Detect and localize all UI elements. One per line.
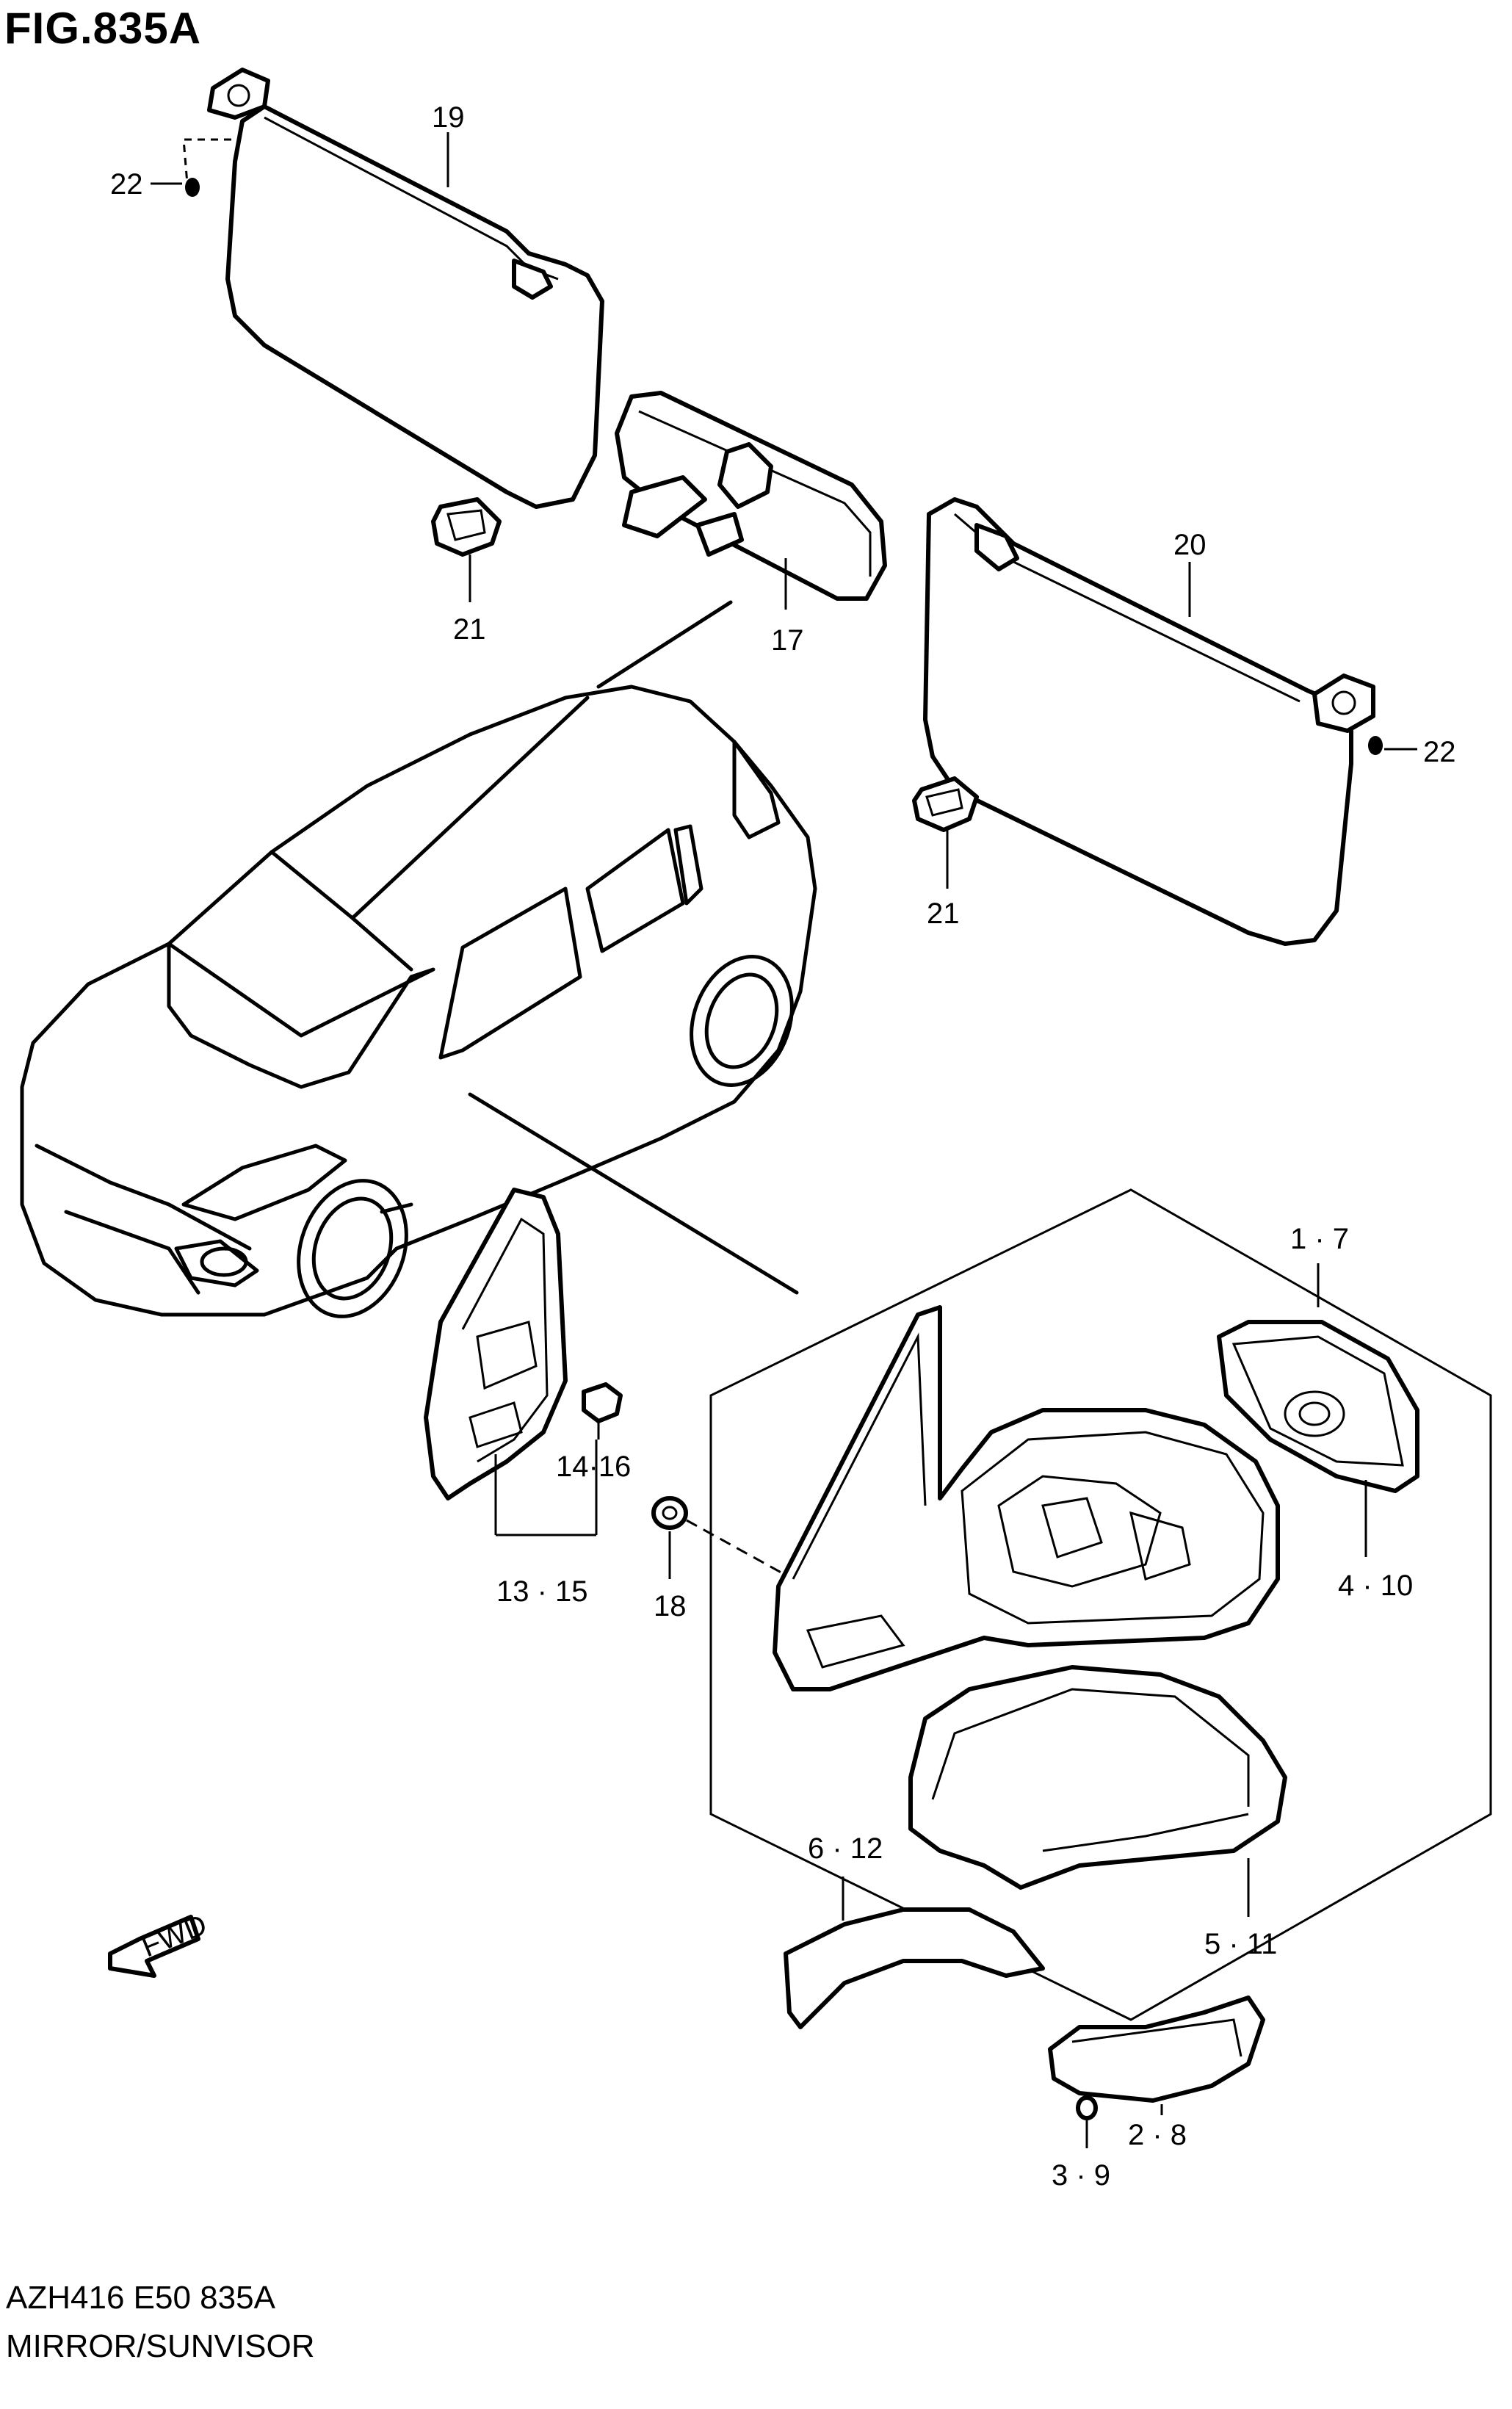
mirror-trim bbox=[784, 1877, 1045, 2029]
mirror-inner-cover bbox=[424, 1188, 598, 1536]
callout-3-9: 3 · 9 bbox=[1052, 2159, 1110, 2192]
fwd-label: FWD bbox=[137, 1908, 211, 1963]
callout-1-7: 1 · 7 bbox=[1290, 1223, 1349, 1255]
callout-18: 18 bbox=[654, 1590, 687, 1622]
callout-2-8: 2 · 8 bbox=[1128, 2119, 1187, 2151]
screw-3-9 bbox=[1076, 2095, 1098, 2148]
callout-17: 17 bbox=[771, 624, 804, 657]
outside-mirror-housing bbox=[773, 1305, 1280, 1691]
grommet-18 bbox=[651, 1496, 794, 1581]
clip-14-16 bbox=[582, 1382, 623, 1440]
callout-22-left: 22 bbox=[110, 168, 143, 201]
callout-20: 20 bbox=[1173, 529, 1207, 561]
figure-name: MIRROR/SUNVISOR bbox=[6, 2328, 315, 2364]
assembly-boundary bbox=[709, 1188, 1492, 2021]
callout-5-11: 5 · 11 bbox=[1204, 1928, 1277, 1960]
mirror-glass bbox=[1217, 1263, 1419, 1557]
figure-title: FIG.835A bbox=[4, 4, 202, 53]
callout-13-15: 13 · 15 bbox=[496, 1575, 588, 1608]
clip-21-right bbox=[912, 776, 979, 889]
figure-code: AZH416 E50 835A bbox=[6, 2280, 275, 2316]
callout-14-16: 14·16 bbox=[556, 1451, 631, 1483]
callout-22-right: 22 bbox=[1423, 736, 1456, 768]
clip-21-left bbox=[431, 497, 502, 602]
mirror-cover bbox=[908, 1665, 1287, 1917]
fwd-arrow: FWD bbox=[108, 1908, 211, 1978]
sunvisor-left bbox=[207, 68, 604, 509]
callout-4-10: 4 · 10 bbox=[1338, 1570, 1413, 1602]
sunvisor-right bbox=[923, 497, 1417, 946]
callout-19: 19 bbox=[432, 101, 465, 134]
callout-21-left: 21 bbox=[453, 613, 486, 646]
car-outline bbox=[20, 685, 817, 1318]
callout-21-right: 21 bbox=[927, 897, 960, 930]
screw-22-left bbox=[151, 138, 231, 197]
callout-6-12: 6 · 12 bbox=[808, 1832, 883, 1865]
rear-view-mirror bbox=[596, 391, 887, 689]
turn-signal-lamp bbox=[1048, 1996, 1265, 2115]
